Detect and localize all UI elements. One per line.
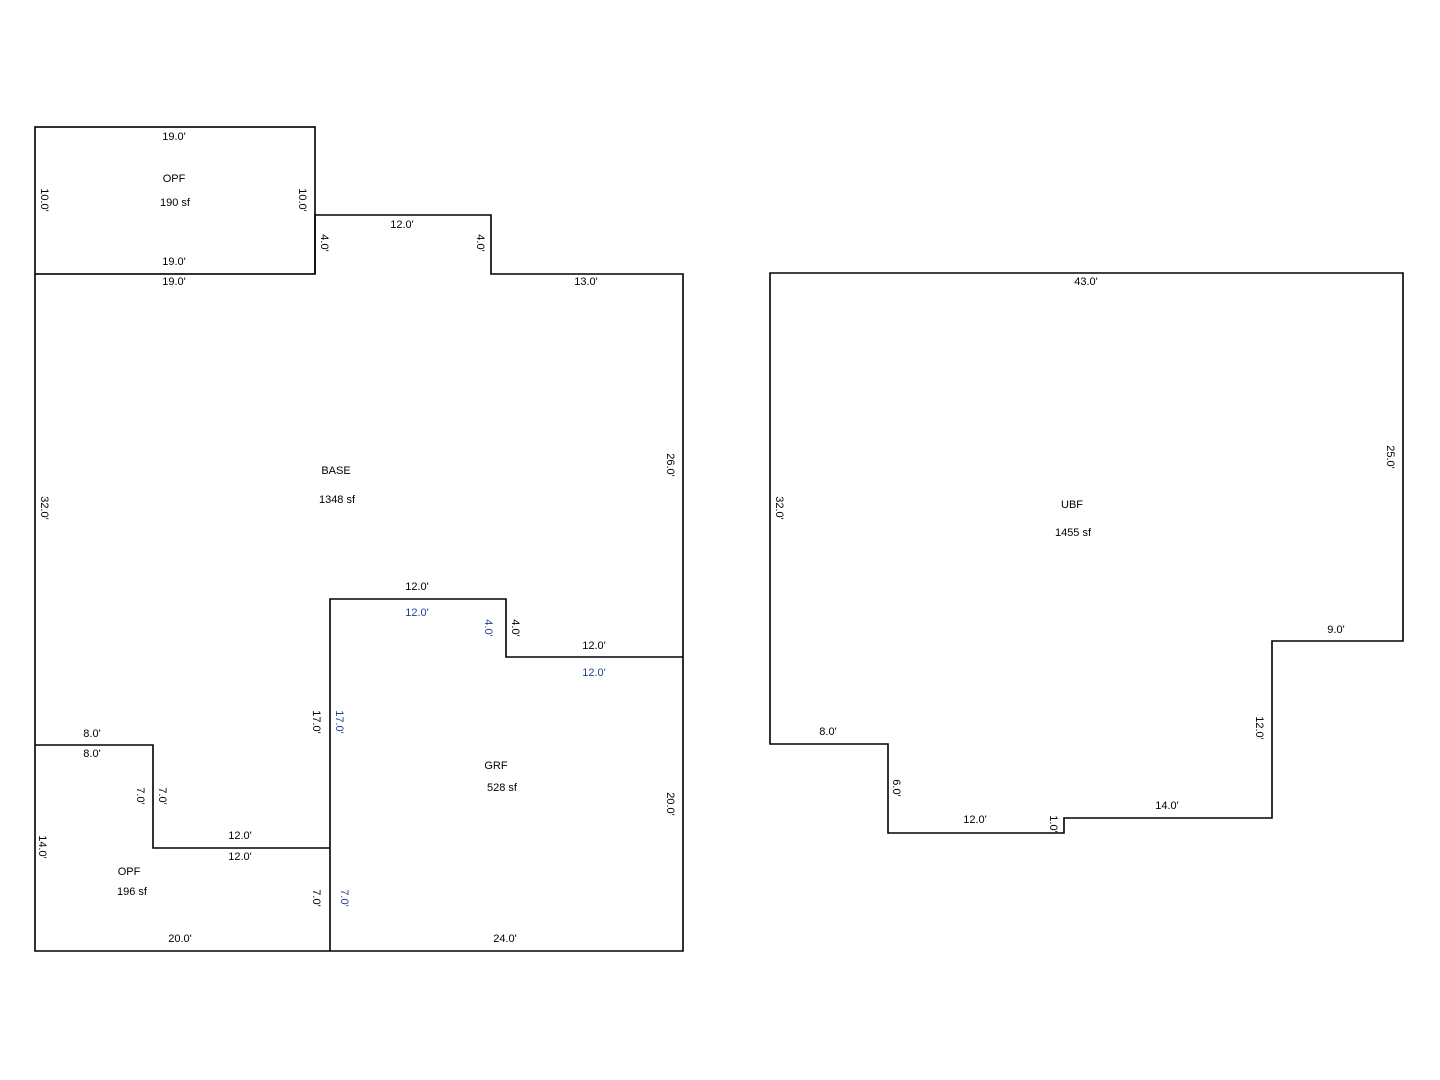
- dim-opf-bot-top-outer: 8.0': [83, 728, 100, 740]
- dim-grf-step-inner: 12.0': [582, 667, 606, 679]
- opf-top-outline: [34, 126, 316, 275]
- dim-base-step-top: 12.0': [390, 219, 414, 231]
- area-name-opf-bottom: OPF: [118, 866, 141, 878]
- dim-opf-bot-step-left: 7.0': [134, 787, 146, 804]
- dim-opf-bot-mid-outer: 12.0': [228, 830, 252, 842]
- dim-base-top-under-opf: 19.0': [162, 276, 186, 288]
- dim-grf-top-outer: 12.0': [405, 581, 429, 593]
- dim-opf-bot-bottom: 20.0': [168, 933, 192, 945]
- area-size-opf-top: 190 sf: [160, 197, 191, 209]
- area-name-ubf: UBF: [1061, 499, 1083, 511]
- dim-ubf-left-step: 8.0': [819, 726, 836, 738]
- dim-grf-top-inner: 12.0': [405, 607, 429, 619]
- opf-bottom-outline: [35, 744, 330, 849]
- dim-ubf-top: 43.0': [1074, 276, 1098, 288]
- dim-base-step-right: 4.0': [474, 234, 486, 251]
- dim-ubf-small-step: 1.0': [1047, 815, 1059, 832]
- dim-grf-lower-left-outer: 7.0': [310, 889, 322, 906]
- dim-grf-left-outer: 17.0': [310, 710, 322, 734]
- dim-opf-bot-step-right: 7.0': [156, 787, 168, 804]
- dim-ubf-left: 32.0': [773, 496, 785, 520]
- dim-opf-top-right: 10.0': [296, 188, 308, 212]
- dim-ubf-bottom-left-vert: 6.0': [890, 779, 902, 796]
- area-name-opf-top: OPF: [163, 173, 186, 185]
- left-sketch: [34, 126, 684, 952]
- dim-grf-step-top: 12.0': [582, 640, 606, 652]
- dim-base-top-right: 13.0': [574, 276, 598, 288]
- dim-opf-top-left: 10.0': [38, 188, 50, 212]
- right-sketch: [769, 272, 1404, 834]
- area-size-ubf: 1455 sf: [1055, 527, 1092, 539]
- dim-base-right: 26.0': [664, 453, 676, 477]
- dim-grf-notch-left: 4.0': [482, 619, 494, 636]
- dim-ubf-step-vert: 12.0': [1253, 716, 1265, 740]
- ubf-outline: [769, 272, 1404, 834]
- area-name-base: BASE: [321, 465, 350, 477]
- base-outline: [34, 214, 684, 952]
- area-name-grf: GRF: [484, 760, 508, 772]
- dim-opf-bot-top-inner: 8.0': [83, 748, 100, 760]
- area-size-opf-bottom: 196 sf: [117, 886, 148, 898]
- dim-opf-top-top: 19.0': [162, 131, 186, 143]
- area-size-base: 1348 sf: [319, 494, 356, 506]
- dim-grf-left-inner: 17.0': [333, 710, 345, 734]
- dim-grf-right: 20.0': [664, 792, 676, 816]
- area-size-grf: 528 sf: [487, 782, 518, 794]
- dim-ubf-bottom-right: 14.0': [1155, 800, 1179, 812]
- dim-grf-lower-left-inner: 7.0': [338, 889, 350, 906]
- dim-ubf-right: 25.0': [1384, 445, 1396, 469]
- dim-opf-bot-left: 14.0': [36, 835, 48, 859]
- dim-ubf-step-top: 9.0': [1327, 624, 1344, 636]
- dim-opf-bot-mid-inner: 12.0': [228, 851, 252, 863]
- dim-grf-notch-right: 4.0': [509, 619, 521, 636]
- dim-base-left: 32.0': [38, 496, 50, 520]
- dim-base-step-left: 4.0': [318, 234, 330, 251]
- dim-opf-top-bottom: 19.0': [162, 256, 186, 268]
- dim-ubf-bottom-mid: 12.0': [963, 814, 987, 826]
- dim-grf-bottom: 24.0': [493, 933, 517, 945]
- grf-outline: [329, 598, 683, 951]
